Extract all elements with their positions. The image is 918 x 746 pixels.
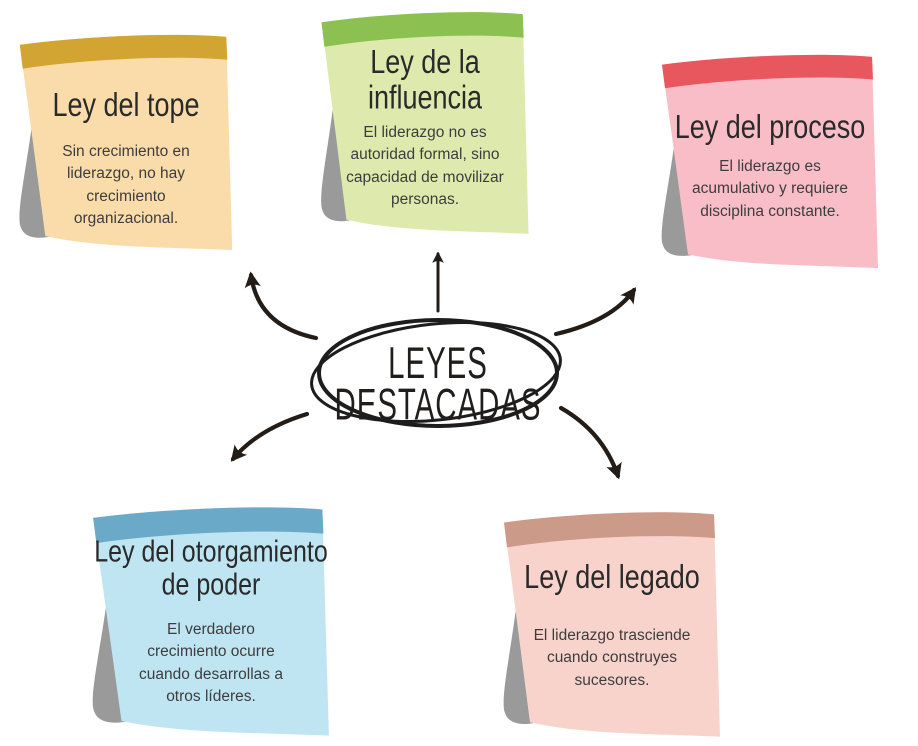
note-title: Ley del legado xyxy=(524,558,700,596)
arrow-to-ley-del-proceso xyxy=(553,287,637,337)
note-top-stripe xyxy=(662,54,873,89)
center-topic-label: LEYES DESTACADAS xyxy=(320,339,555,430)
note-paper xyxy=(662,54,878,269)
note-body: El liderazgo no es autoridad formal, sin… xyxy=(346,124,504,208)
arrow-to-ley-del-otorgamiento xyxy=(230,411,310,462)
note-title: Ley de la influencia xyxy=(367,43,483,116)
center-topic-line2: DESTACADAS xyxy=(334,381,542,430)
sticky-note-paper xyxy=(661,54,878,269)
note-paper xyxy=(19,34,233,251)
note-top-stripe xyxy=(19,34,228,69)
sticky-note-paper xyxy=(503,512,720,737)
note-body: Sin crecimiento en liderazgo, no hay cre… xyxy=(62,143,190,227)
sticky-note-ley-del-otorgamiento: Ley del otorgamiento de poder El verdade… xyxy=(80,500,342,742)
note-title: Ley del proceso xyxy=(674,108,866,146)
note-title: Ley del otorgamiento de poder xyxy=(94,534,328,602)
note-top-stripe xyxy=(93,507,324,544)
sticky-note-ley-del-legado: Ley del legado El liderazgo trasciende c… xyxy=(492,505,732,743)
sticky-note-ley-del-tope: Ley del tope Sin crecimiento en liderazg… xyxy=(8,28,244,256)
note-top-stripe xyxy=(321,12,524,47)
arrow-to-ley-del-tope xyxy=(244,271,319,341)
note-paper xyxy=(504,512,720,737)
sticky-note-paper xyxy=(321,12,529,234)
note-paper xyxy=(93,507,329,736)
note-title: Ley del tope xyxy=(52,86,200,124)
arrow-to-ley-del-legado xyxy=(558,405,622,480)
note-body: El verdadero crecimiento ocurre cuando d… xyxy=(139,621,283,705)
center-topic-ellipse xyxy=(310,318,562,428)
note-body: El liderazgo es acumulativo y requiere d… xyxy=(692,158,848,220)
sticky-note-ley-del-proceso: Ley del proceso El liderazgo es acumulat… xyxy=(650,48,890,274)
note-top-stripe xyxy=(504,512,715,548)
note-body: El liderazgo trasciende cuando construye… xyxy=(533,627,691,689)
sticky-note-paper xyxy=(19,34,233,251)
sticky-note-ley-de-la-influencia: Ley de la influencia El liderazgo no es … xyxy=(310,5,540,240)
center-topic-line1: LEYES xyxy=(388,339,488,389)
note-paper xyxy=(321,12,529,234)
sticky-note-paper xyxy=(92,507,329,736)
